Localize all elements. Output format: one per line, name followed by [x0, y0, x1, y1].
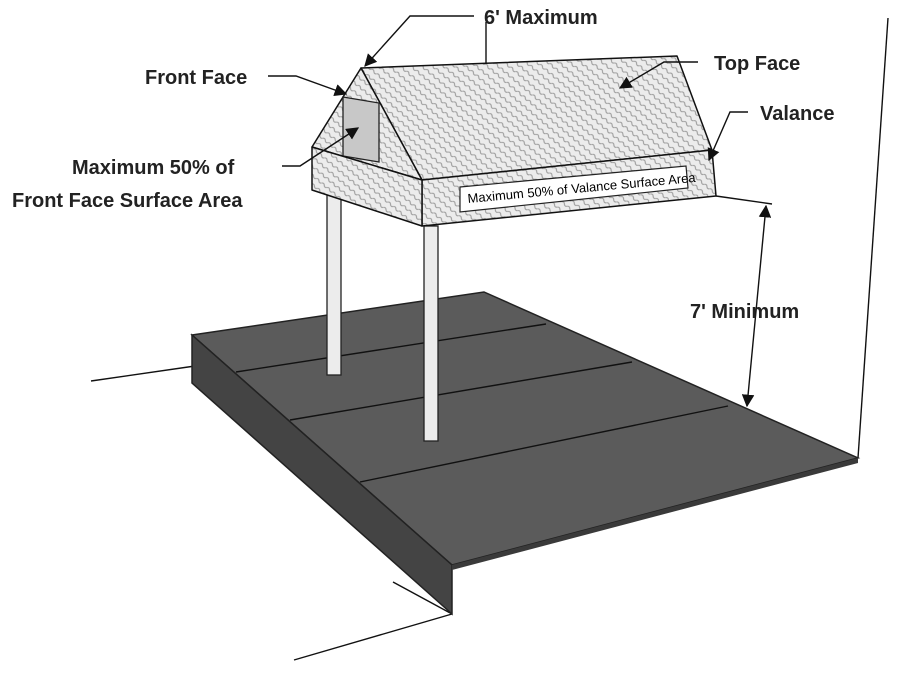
- post-front: [423, 225, 439, 442]
- front-panel-arrow: [282, 127, 360, 167]
- posts: [326, 189, 439, 442]
- valance-sign-box: [459, 165, 689, 213]
- valance-side: [311, 146, 423, 227]
- label-6-maximum: 6' Maximum: [484, 7, 598, 29]
- top-face-arrow: [618, 61, 698, 89]
- label-valance: Valance: [760, 103, 835, 125]
- label-top-face: Top Face: [714, 53, 800, 75]
- front-face-panel: [342, 96, 380, 163]
- post-back: [326, 189, 342, 376]
- valance-arrow: [707, 111, 748, 162]
- curb-side: [452, 458, 858, 570]
- seven-min-ref: [715, 195, 773, 205]
- six-max-arrow: [364, 15, 474, 67]
- ground-joint: [359, 405, 729, 483]
- label-max50-front-line2: Front Face Surface Area: [12, 190, 243, 212]
- wall-lines: [90, 17, 889, 661]
- ground-slab: [190, 291, 861, 616]
- leaders: [268, 15, 773, 408]
- curb-front: [191, 333, 453, 616]
- seven-min-dimension: [741, 204, 772, 408]
- label-7-minimum: 7' Minimum: [690, 301, 799, 323]
- front-face-arrow: [268, 75, 348, 97]
- ground-joint: [289, 361, 633, 421]
- canopy: Maximum 50% of Valance Surface Area: [311, 55, 717, 227]
- label-max50-front-line1: Maximum 50% of: [72, 157, 235, 179]
- label-front-face: Front Face: [145, 67, 247, 89]
- ground-joint: [235, 323, 547, 373]
- labels: 6' Maximum Front Face Top Face Valance M…: [12, 7, 835, 323]
